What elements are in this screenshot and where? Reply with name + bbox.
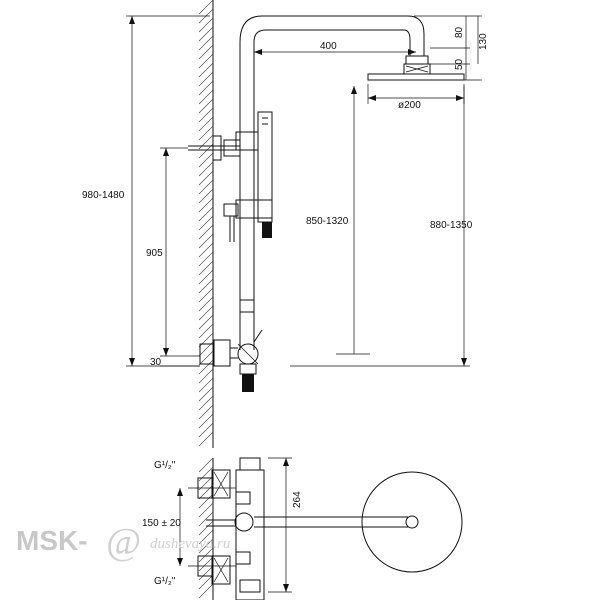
riser-pipe — [239, 15, 267, 350]
hatch-line — [198, 529, 214, 545]
hatch-line — [198, 17, 214, 33]
hatch-line — [198, 431, 214, 447]
hatch-line — [198, 188, 214, 204]
hatch-line — [198, 457, 214, 473]
hatch-line — [198, 215, 214, 231]
hatch-line — [198, 89, 214, 105]
hatch-line — [198, 278, 214, 294]
hatch-line — [198, 332, 214, 348]
wall-side-view — [198, 0, 214, 448]
hatch-line — [198, 152, 214, 168]
dim-mixer-height: 264 — [292, 491, 303, 508]
dim-top-50: 50 — [454, 58, 465, 70]
hatch-line — [198, 287, 214, 303]
hatch-line — [198, 368, 214, 384]
hatch-line — [198, 359, 214, 375]
dim-inlet-thread-bottom: G¹/₂" — [154, 576, 176, 587]
hatch-line — [198, 386, 214, 402]
hand-shower-assembly — [188, 111, 273, 313]
hatch-line — [198, 305, 214, 321]
hatch-line — [198, 26, 214, 42]
dim-slide-height: 905 — [146, 248, 163, 259]
hatch-line — [198, 547, 214, 563]
watermark-at: @ — [106, 521, 141, 563]
hatch-line — [198, 296, 214, 312]
dim-inlet-thread-top: G¹/₂" — [154, 460, 176, 471]
hatch-line — [198, 53, 214, 69]
hatch-line — [198, 179, 214, 195]
hatch-line — [198, 260, 214, 276]
hatch-line — [198, 350, 214, 366]
hatch-line — [198, 35, 214, 51]
top-view — [177, 457, 463, 600]
hatch-line — [198, 493, 214, 509]
hatch-line — [198, 71, 214, 87]
hatch-line — [198, 574, 214, 590]
hatch-line — [198, 62, 214, 78]
hatch-line — [198, 269, 214, 285]
dim-head-height-a: 850-1320 — [306, 216, 349, 227]
head-shower-side — [367, 55, 465, 81]
hatch-line — [198, 413, 214, 429]
shower-arm — [262, 15, 425, 56]
hatch-line — [198, 466, 214, 482]
hatch-line — [198, 107, 214, 123]
dim-head-arm-length: 400 — [320, 41, 337, 52]
hatch-line — [198, 224, 214, 240]
hatch-line — [198, 197, 214, 213]
hatch-line — [198, 538, 214, 554]
hatch-line — [198, 520, 214, 536]
hatch-line — [198, 44, 214, 60]
dim-top-80: 80 — [454, 26, 465, 38]
hatch-line — [198, 206, 214, 222]
hatch-line — [198, 323, 214, 339]
watermark-brand: MSK- — [16, 525, 88, 556]
thermostatic-mixer-side — [199, 329, 263, 392]
watermark: MSK- @ dushevaya.ru — [16, 521, 230, 563]
wall-hatching — [198, 0, 214, 447]
hatch-line — [198, 395, 214, 411]
hatch-line — [198, 314, 214, 330]
watermark-domain: dushevaya.ru — [150, 536, 230, 552]
dim-top-130: 130 — [478, 33, 489, 50]
hatch-line — [198, 511, 214, 527]
hatch-line — [198, 80, 214, 96]
hatch-line — [198, 170, 214, 186]
hatch-line — [198, 251, 214, 267]
dim-total-height: 980-1480 — [82, 190, 125, 201]
hatch-line — [198, 98, 214, 114]
dimension-lines — [126, 15, 482, 367]
hatch-line — [198, 233, 214, 249]
hatch-line — [198, 0, 214, 15]
hatch-line — [198, 134, 214, 150]
hatch-line — [198, 422, 214, 438]
hatch-line — [198, 377, 214, 393]
hatch-line — [198, 116, 214, 132]
hatch-line — [198, 583, 214, 599]
wall-hatching-top-view — [198, 457, 214, 599]
hatch-line — [198, 556, 214, 572]
dim-head-diameter: ø200 — [398, 100, 421, 111]
dim-inlet-offset: 30 — [150, 357, 162, 368]
hatch-line — [198, 161, 214, 177]
dim-inlet-spacing: 150 ± 20 — [142, 518, 181, 529]
hatch-line — [198, 125, 214, 141]
hatch-line — [198, 242, 214, 258]
hatch-line — [198, 502, 214, 518]
dim-head-height-b: 880-1350 — [430, 220, 473, 231]
hatch-line — [198, 404, 214, 420]
hatch-line — [198, 484, 214, 500]
hatch-line — [198, 565, 214, 581]
